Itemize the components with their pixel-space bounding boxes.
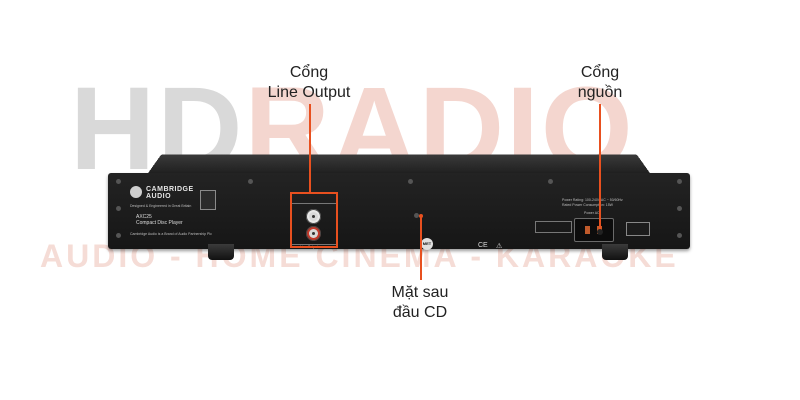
callout-power: Cổng nguồn <box>577 64 623 101</box>
power-switch <box>626 222 650 236</box>
certification-badge <box>200 190 216 210</box>
device-foot-left <box>208 244 234 260</box>
callout-line-output: Cổng Line Output <box>267 64 351 101</box>
screw <box>116 206 121 211</box>
callout-power-dot <box>597 229 603 235</box>
met-badge-icon: MET <box>421 238 433 250</box>
screw <box>408 179 413 184</box>
callout-line-output-pointer <box>309 104 311 192</box>
screw <box>116 179 121 184</box>
screw <box>116 233 121 238</box>
screw <box>677 206 682 211</box>
warning-label <box>535 221 572 233</box>
recycle-mark-icon: ⚠ <box>496 243 503 250</box>
rca-right-socket <box>306 226 321 241</box>
callout-rear: Mặt sau đầu CD <box>391 284 449 321</box>
screw <box>248 179 253 184</box>
screw <box>677 179 682 184</box>
callout-rear-pointer <box>420 216 422 280</box>
screw <box>677 233 682 238</box>
device-foot-right <box>602 244 628 260</box>
screw <box>414 213 419 218</box>
address-text: Cambridge Audio is a Brand of Audio Part… <box>130 232 212 236</box>
power-consumption-text: Rated Power Consumption: 15W <box>562 203 613 207</box>
rca-left-socket <box>306 209 321 224</box>
power-socket <box>574 218 614 242</box>
screw <box>548 179 553 184</box>
callout-power-pointer <box>599 104 601 230</box>
ce-mark-icon: CE <box>478 242 488 249</box>
power-label: Power AC <box>584 211 600 215</box>
line-output-highlight-box <box>290 192 338 248</box>
power-rating-text: Power Rating: 100-240V AC ~ 50/60Hz <box>562 198 623 202</box>
brand-logo-icon <box>130 186 142 198</box>
callout-rear-dot <box>419 214 423 218</box>
origin-text: Designed & Engineered in Great Britain <box>130 204 192 208</box>
